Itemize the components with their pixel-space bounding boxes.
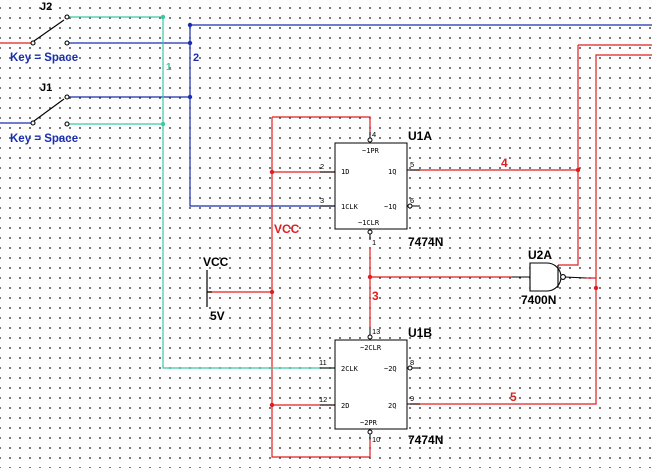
red-wires bbox=[0, 42, 652, 458]
u1b-pin-pr: ~2PR bbox=[360, 419, 378, 427]
wire-net4 bbox=[410, 44, 652, 266]
junction-dots bbox=[160, 14, 599, 408]
net-label-vcc: VCC bbox=[274, 222, 300, 236]
u1a-pinnum-qn: 6 bbox=[410, 196, 414, 205]
junction-dot bbox=[269, 289, 275, 295]
wire-vcc-main bbox=[208, 116, 371, 458]
u1a-pin-clk: 1CLK bbox=[341, 203, 359, 211]
u1b-pinnum-d: 12 bbox=[319, 395, 327, 404]
wire-net5 bbox=[410, 54, 652, 405]
u2a-part: 7400N bbox=[521, 293, 556, 307]
u1b-pinnum-q: 9 bbox=[410, 394, 414, 403]
switch-j2-key: Key = Space bbox=[10, 52, 78, 64]
u1a-pinnum-clk: 3 bbox=[320, 196, 324, 205]
u1b-pin-d: 2D bbox=[341, 402, 349, 410]
u2a-ref: U2A bbox=[528, 248, 552, 262]
junction-dot bbox=[367, 274, 373, 280]
vcc-source-value: 5V bbox=[210, 309, 225, 323]
u1a-ref: U1A bbox=[408, 129, 432, 143]
u1b-pin-qn: ~2Q bbox=[384, 365, 397, 373]
u1a-pin-qn: ~1Q bbox=[384, 203, 397, 211]
u1b-pinnum-clr: 13 bbox=[372, 327, 380, 336]
u1a-pin-clr: ~1CLR bbox=[358, 219, 380, 227]
flip-flop-u1a[interactable]: ~1PR 1D 1CLK 1Q ~1Q ~1CLR 4 2 3 5 6 1 bbox=[320, 130, 420, 247]
u1a-pinnum-d: 2 bbox=[320, 162, 324, 171]
net-label-4: 4 bbox=[501, 156, 508, 170]
switch-j1-name: J1 bbox=[40, 82, 52, 94]
junction-dot bbox=[269, 169, 275, 175]
junction-dot bbox=[575, 167, 581, 173]
u1a-pinnum-pr: 4 bbox=[372, 130, 376, 139]
u1a-pinnum-q: 5 bbox=[410, 160, 414, 169]
flip-flop-u1b[interactable]: ~2CLR 2CLK ~2Q 2D 2Q ~2PR 13 11 8 12 9 1… bbox=[319, 327, 420, 444]
u1b-pin-q: 2Q bbox=[388, 402, 396, 410]
u1b-pinnum-pr: 10 bbox=[372, 435, 380, 444]
junction-dot bbox=[593, 285, 599, 291]
junction-dot bbox=[160, 121, 166, 127]
u1a-pinnum-clr: 1 bbox=[372, 238, 376, 247]
u1b-ref: U1B bbox=[408, 326, 432, 340]
switch-j1[interactable] bbox=[30, 94, 70, 127]
vcc-source-symbol[interactable] bbox=[206, 270, 212, 307]
wire-net2 bbox=[189, 25, 335, 207]
u1b-pin-clk: 2CLK bbox=[341, 365, 359, 373]
junction-dot bbox=[187, 22, 193, 28]
wire-net1 bbox=[68, 16, 335, 369]
junction-dot bbox=[160, 14, 166, 20]
vcc-source-name: VCC bbox=[203, 255, 229, 269]
junction-dot bbox=[187, 94, 193, 100]
u1a-pin-pr: ~1PR bbox=[362, 147, 380, 155]
junction-dot bbox=[269, 402, 275, 408]
net-label-2: 2 bbox=[193, 52, 199, 64]
u1b-pin-clr: ~2CLR bbox=[360, 344, 382, 352]
nand-gate-u2a[interactable] bbox=[512, 262, 587, 292]
u1b-pinnum-clk: 11 bbox=[319, 358, 327, 367]
junction-dot bbox=[187, 40, 193, 46]
net-label-1: 1 bbox=[166, 62, 172, 73]
u1a-pin-q: 1Q bbox=[388, 168, 396, 176]
u1a-pin-d: 1D bbox=[341, 168, 349, 176]
switch-j1-key: Key = Space bbox=[10, 133, 78, 145]
u1b-part: 7474N bbox=[408, 433, 443, 447]
switch-j2-name: J2 bbox=[40, 1, 52, 13]
blue-wires bbox=[0, 24, 652, 207]
teal-wires bbox=[68, 16, 335, 369]
u1b-pinnum-qn: 8 bbox=[410, 358, 414, 367]
switch-j2[interactable] bbox=[30, 14, 70, 46]
net-label-5: 5 bbox=[510, 390, 517, 404]
net-label-3: 3 bbox=[372, 289, 379, 303]
u1a-part: 7474N bbox=[408, 235, 443, 249]
wire-net3 bbox=[369, 248, 512, 328]
